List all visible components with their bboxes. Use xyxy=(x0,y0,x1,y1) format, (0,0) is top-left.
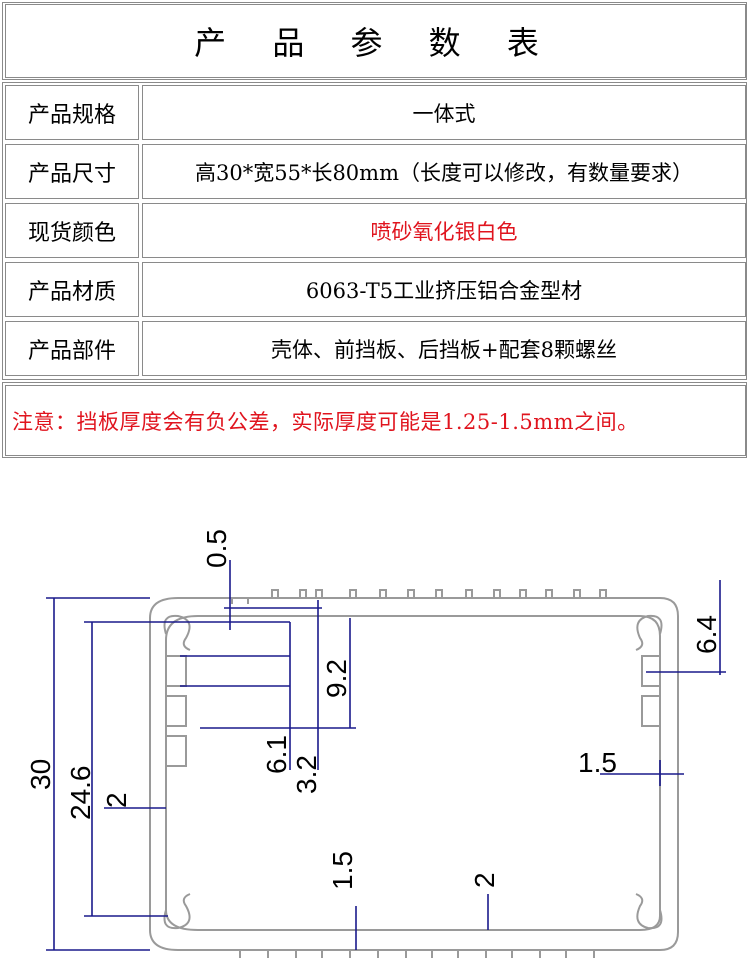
dim-inner-height: 24.6 xyxy=(65,766,96,821)
row-label-color: 现货颜色 xyxy=(5,203,139,258)
row-label-size: 产品尺寸 xyxy=(5,144,139,199)
dim-left-wall: 2 xyxy=(101,792,132,808)
row-label-material: 产品材质 xyxy=(5,262,139,317)
dimension-lines xyxy=(46,560,726,951)
dim-top-gap: 0.5 xyxy=(201,529,232,568)
spec-table: 产 品 参 数 表 产品规格 一体式 产品尺寸 高30*宽55*长80mm（长度… xyxy=(2,2,747,458)
row-label-parts: 产品部件 xyxy=(5,321,139,376)
dim-slot-depth: 9.2 xyxy=(321,659,352,698)
tolerance-note: 注意：挡板厚度会有负公差，实际厚度可能是1.25-1.5mm之间。 xyxy=(5,385,746,456)
row-label-spec: 产品规格 xyxy=(5,85,139,140)
row-value-parts: 壳体、前挡板、后挡板+配套8颗螺丝 xyxy=(142,321,746,376)
dim-slot-b: 3.2 xyxy=(291,755,322,794)
dim-height: 30 xyxy=(25,759,56,790)
title-frame xyxy=(2,2,747,80)
rows-frame xyxy=(2,82,747,380)
dim-bottom-wall: 1.5 xyxy=(327,851,358,890)
row-value-material: 6063-T5工业挤压铝合金型材 xyxy=(142,262,746,317)
dim-bottom-gap: 2 xyxy=(469,872,500,888)
dim-slot-a: 6.1 xyxy=(261,735,292,774)
row-value-size: 高30*宽55*长80mm（长度可以修改，有数量要求） xyxy=(142,144,746,199)
dim-corner: 6.4 xyxy=(691,615,722,654)
profile-outline xyxy=(149,589,679,958)
table-title: 产 品 参 数 表 xyxy=(5,4,746,78)
dim-right-wall: 1.5 xyxy=(578,747,617,778)
profile-drawing: 0.5 6.4 9.2 6.1 3.2 30 24.6 2 1.5 1.5 2 xyxy=(25,529,726,958)
note-frame xyxy=(2,382,747,458)
dimension-labels: 0.5 6.4 9.2 6.1 3.2 30 24.6 2 1.5 1.5 2 xyxy=(25,529,722,890)
row-value-spec: 一体式 xyxy=(142,85,746,140)
row-value-color: 喷砂氧化银白色 xyxy=(142,203,746,258)
